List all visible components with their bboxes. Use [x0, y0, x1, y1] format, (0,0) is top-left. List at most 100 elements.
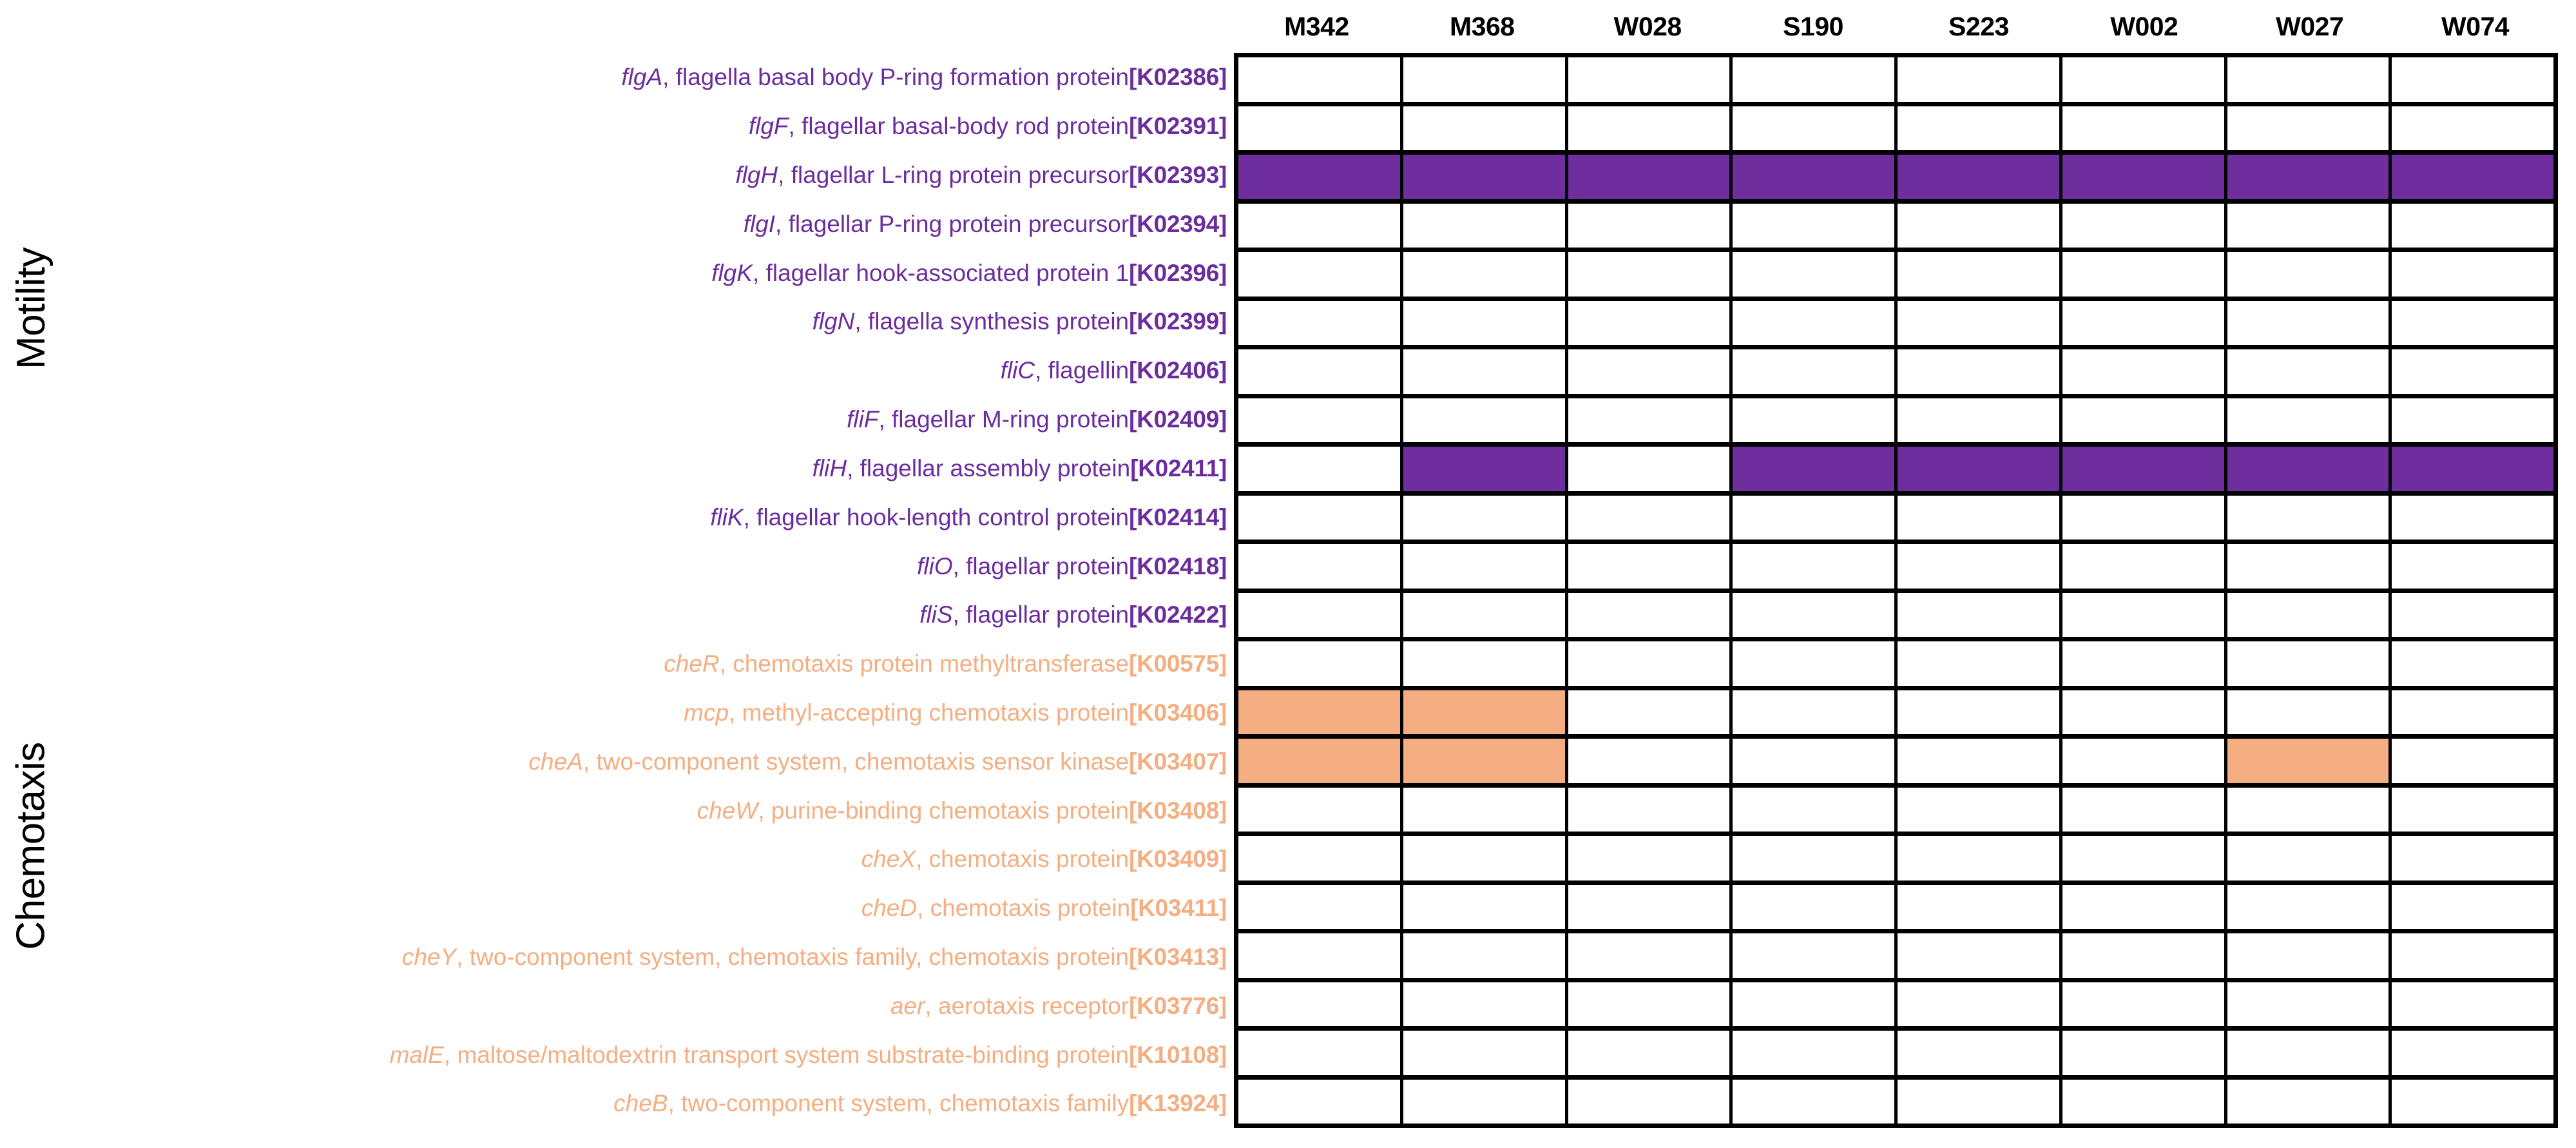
- heatmap-cell[interactable]: [2062, 252, 2227, 297]
- heatmap-cell[interactable]: [1403, 57, 1568, 102]
- heatmap-cell[interactable]: [1898, 252, 2062, 297]
- heatmap-cell[interactable]: [1403, 884, 1568, 929]
- heatmap-cell[interactable]: [1238, 106, 1403, 150]
- heatmap-cell[interactable]: [1733, 836, 1898, 880]
- heatmap-cell[interactable]: [2392, 300, 2553, 345]
- heatmap-cell[interactable]: [1403, 982, 1568, 1026]
- heatmap-cell[interactable]: [1733, 1031, 1898, 1075]
- heatmap-cell[interactable]: [2392, 252, 2553, 297]
- heatmap-cell[interactable]: [1238, 495, 1403, 540]
- heatmap-cell[interactable]: [1568, 155, 1733, 199]
- heatmap-cell[interactable]: [2392, 836, 2553, 880]
- heatmap-cell[interactable]: [1733, 1079, 1898, 1124]
- heatmap-cell[interactable]: [1898, 544, 2062, 589]
- heatmap-cell[interactable]: [1403, 544, 1568, 589]
- heatmap-cell[interactable]: [2062, 495, 2227, 540]
- heatmap-cell[interactable]: [2392, 447, 2553, 491]
- heatmap-cell[interactable]: [1898, 155, 2062, 199]
- heatmap-cell[interactable]: [2227, 1079, 2392, 1124]
- heatmap-cell[interactable]: [2062, 641, 2227, 686]
- heatmap-cell[interactable]: [2392, 106, 2553, 150]
- heatmap-cell[interactable]: [1238, 641, 1403, 686]
- heatmap-cell[interactable]: [1898, 203, 2062, 248]
- heatmap-cell[interactable]: [2062, 592, 2227, 637]
- heatmap-cell[interactable]: [1403, 1079, 1568, 1124]
- heatmap-cell[interactable]: [2062, 544, 2227, 589]
- heatmap-cell[interactable]: [1733, 57, 1898, 102]
- heatmap-cell[interactable]: [2062, 739, 2227, 783]
- heatmap-cell[interactable]: [2227, 398, 2392, 442]
- heatmap-cell[interactable]: [1568, 349, 1733, 394]
- heatmap-cell[interactable]: [1568, 690, 1733, 734]
- heatmap-cell[interactable]: [1733, 592, 1898, 637]
- heatmap-cell[interactable]: [1733, 884, 1898, 929]
- heatmap-cell[interactable]: [2392, 544, 2553, 589]
- heatmap-cell[interactable]: [2227, 544, 2392, 589]
- heatmap-cell[interactable]: [1403, 933, 1568, 978]
- heatmap-cell[interactable]: [1403, 300, 1568, 345]
- heatmap-cell[interactable]: [1403, 836, 1568, 880]
- heatmap-cell[interactable]: [2392, 690, 2553, 734]
- heatmap-cell[interactable]: [1568, 884, 1733, 929]
- heatmap-cell[interactable]: [2062, 884, 2227, 929]
- heatmap-cell[interactable]: [1898, 884, 2062, 929]
- heatmap-cell[interactable]: [1238, 1031, 1403, 1075]
- heatmap-cell[interactable]: [1898, 592, 2062, 637]
- heatmap-cell[interactable]: [1238, 982, 1403, 1026]
- heatmap-cell[interactable]: [1733, 982, 1898, 1026]
- heatmap-cell[interactable]: [1733, 252, 1898, 297]
- heatmap-cell[interactable]: [2062, 300, 2227, 345]
- heatmap-cell[interactable]: [1568, 544, 1733, 589]
- heatmap-cell[interactable]: [1733, 349, 1898, 394]
- heatmap-cell[interactable]: [1733, 203, 1898, 248]
- heatmap-cell[interactable]: [1568, 787, 1733, 832]
- heatmap-cell[interactable]: [1403, 398, 1568, 442]
- heatmap-cell[interactable]: [2062, 155, 2227, 199]
- heatmap-cell[interactable]: [1568, 106, 1733, 150]
- heatmap-cell[interactable]: [2227, 1031, 2392, 1075]
- heatmap-cell[interactable]: [2227, 739, 2392, 783]
- heatmap-cell[interactable]: [1568, 57, 1733, 102]
- heatmap-cell[interactable]: [1568, 933, 1733, 978]
- heatmap-cell[interactable]: [1898, 836, 2062, 880]
- heatmap-cell[interactable]: [2392, 982, 2553, 1026]
- heatmap-cell[interactable]: [2392, 592, 2553, 637]
- heatmap-cell[interactable]: [2062, 203, 2227, 248]
- heatmap-cell[interactable]: [1568, 1031, 1733, 1075]
- heatmap-cell[interactable]: [2062, 787, 2227, 832]
- heatmap-cell[interactable]: [1568, 641, 1733, 686]
- heatmap-cell[interactable]: [2227, 349, 2392, 394]
- heatmap-cell[interactable]: [1568, 495, 1733, 540]
- heatmap-cell[interactable]: [2227, 690, 2392, 734]
- heatmap-cell[interactable]: [1568, 739, 1733, 783]
- heatmap-cell[interactable]: [2392, 1031, 2553, 1075]
- heatmap-cell[interactable]: [2392, 641, 2553, 686]
- heatmap-cell[interactable]: [2392, 739, 2553, 783]
- heatmap-cell[interactable]: [1733, 933, 1898, 978]
- heatmap-cell[interactable]: [1238, 252, 1403, 297]
- heatmap-cell[interactable]: [1403, 739, 1568, 783]
- heatmap-cell[interactable]: [1733, 155, 1898, 199]
- heatmap-cell[interactable]: [1568, 836, 1733, 880]
- heatmap-cell[interactable]: [2062, 933, 2227, 978]
- heatmap-cell[interactable]: [1403, 106, 1568, 150]
- heatmap-cell[interactable]: [2392, 398, 2553, 442]
- heatmap-cell[interactable]: [1403, 787, 1568, 832]
- heatmap-cell[interactable]: [1238, 690, 1403, 734]
- heatmap-cell[interactable]: [2227, 252, 2392, 297]
- heatmap-cell[interactable]: [1898, 300, 2062, 345]
- heatmap-cell[interactable]: [1898, 787, 2062, 832]
- heatmap-cell[interactable]: [1733, 398, 1898, 442]
- heatmap-cell[interactable]: [1238, 57, 1403, 102]
- heatmap-cell[interactable]: [2392, 933, 2553, 978]
- heatmap-cell[interactable]: [1403, 495, 1568, 540]
- heatmap-cell[interactable]: [1898, 1031, 2062, 1075]
- heatmap-cell[interactable]: [1403, 592, 1568, 637]
- heatmap-cell[interactable]: [1568, 300, 1733, 345]
- heatmap-cell[interactable]: [1898, 447, 2062, 491]
- heatmap-cell[interactable]: [2227, 787, 2392, 832]
- heatmap-cell[interactable]: [1238, 836, 1403, 880]
- heatmap-cell[interactable]: [1238, 1079, 1403, 1124]
- heatmap-cell[interactable]: [1898, 982, 2062, 1026]
- heatmap-cell[interactable]: [1403, 155, 1568, 199]
